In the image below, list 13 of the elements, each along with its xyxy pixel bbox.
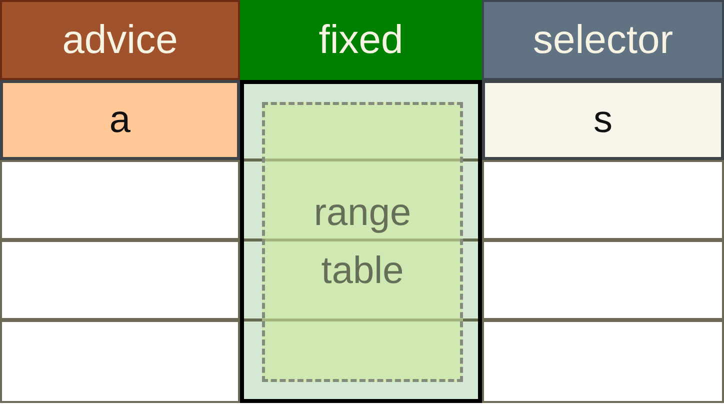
table-cell: [482, 320, 724, 403]
column-header: advice: [0, 0, 240, 80]
dashed-region: range table: [262, 102, 463, 382]
table-cell: [0, 240, 240, 320]
table-cell: [0, 320, 240, 403]
column-header: selector: [482, 0, 724, 80]
column-panel: [240, 80, 482, 403]
table-cell: a: [0, 80, 240, 160]
column-header: fixed: [240, 0, 482, 80]
table-cell: [482, 240, 724, 320]
table-cell: [482, 160, 724, 240]
table-cell: [0, 160, 240, 240]
table-cell: s: [482, 80, 724, 160]
